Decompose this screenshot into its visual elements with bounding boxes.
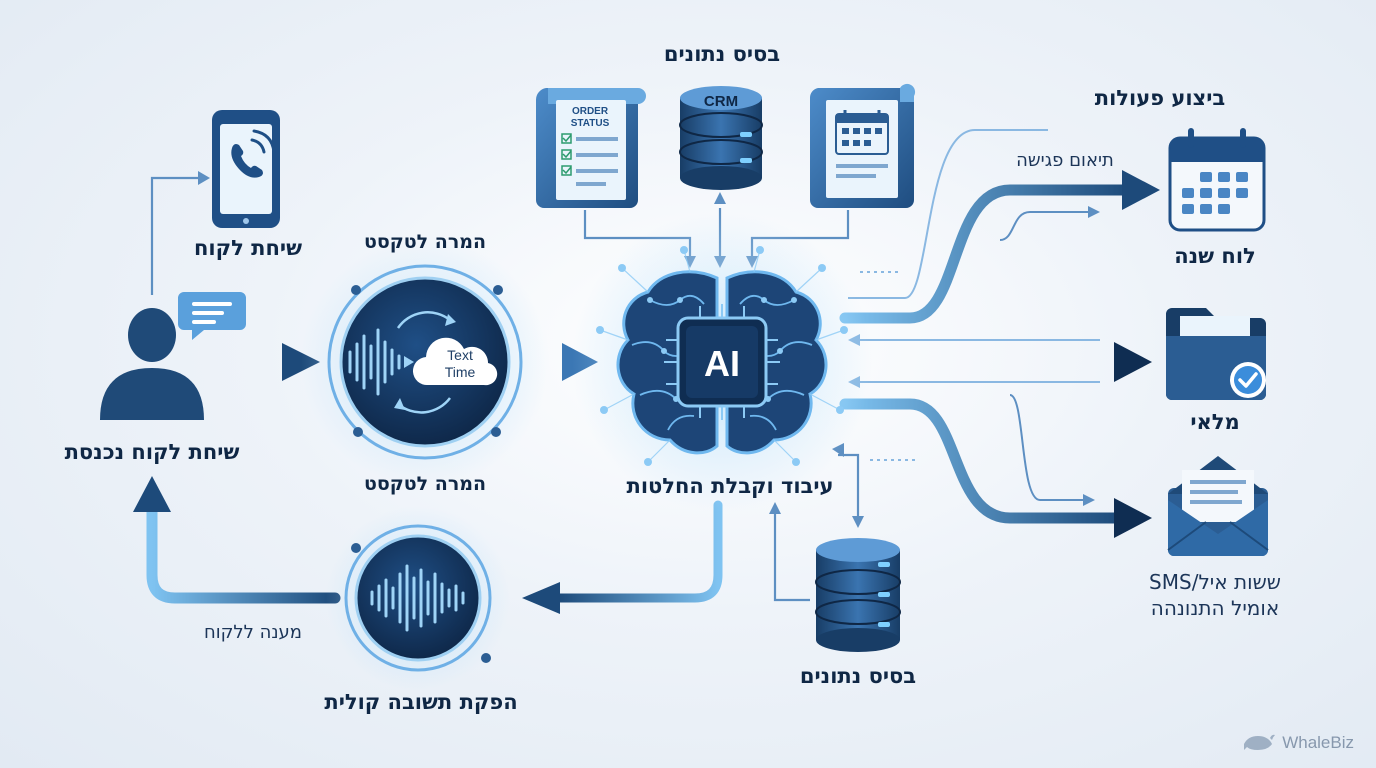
crm-text: CRM <box>704 93 738 110</box>
calendar-document-icon <box>809 83 916 208</box>
calendar-thin-connector-2 <box>999 211 1090 241</box>
watermark-text: WhaleBiz <box>1282 733 1354 752</box>
voice-response-node <box>326 506 510 690</box>
person-to-phone-connector <box>150 176 198 295</box>
speech-to-text-node: Text Time <box>301 238 549 486</box>
ai-to-calendar-arrowhead <box>1122 170 1160 210</box>
ai-to-voice-arrow <box>553 500 723 603</box>
order-status-line1: ORDER <box>572 106 609 117</box>
email-thin-arrowhead <box>1083 494 1095 506</box>
folder-check-icon <box>1166 308 1266 400</box>
calendar-label: לוח שנה <box>1174 244 1256 268</box>
db-to-ai-arrowhead <box>769 502 781 514</box>
incoming-call-label: שיחת לקוח נכנסת <box>64 440 240 464</box>
database-icon <box>815 538 901 652</box>
reply-to-customer-label: מענה ללקוח <box>203 622 303 643</box>
ai-to-folder-arrowhead <box>1114 342 1152 382</box>
ai-to-email-arrow <box>839 398 1126 524</box>
meeting-label: תיאום פגישה <box>1016 150 1114 171</box>
database-top-label: בסיס נתונים <box>663 42 781 66</box>
ai-to-calendar-arrow <box>839 184 1136 324</box>
calendar-thin-connector <box>848 129 1048 299</box>
stt-top-label: המרה לטקסט <box>363 231 487 253</box>
chat-bubble-icon <box>178 292 246 340</box>
database-bottom-label: בסיס נתונים <box>799 664 917 688</box>
voice-to-person-arrowhead <box>133 476 171 512</box>
person-to-phone-arrowhead <box>198 171 210 185</box>
cloud-icon <box>412 337 498 386</box>
stt-bottom-label: המרה לטקסט <box>363 473 487 495</box>
ai-to-db-down-arrowhead <box>852 516 864 528</box>
voice-wave-icon <box>370 564 465 632</box>
ai-chip-text: AI <box>704 343 740 384</box>
folder-label: מלאי <box>1190 410 1240 434</box>
ai-to-voice-arrowhead <box>522 582 560 614</box>
sound-wave-icon <box>348 328 401 396</box>
voice-response-label: הפקת תשובה קולית <box>324 690 518 714</box>
cloud-text-line2: Time <box>445 364 476 380</box>
cloud-text-line1: Text <box>447 347 473 363</box>
db-to-ai-connector <box>773 512 810 602</box>
ai-to-db-connector <box>838 453 860 518</box>
watermark: WhaleBiz <box>1242 732 1354 754</box>
calendar-thin-arrowhead <box>1088 206 1100 218</box>
calendar-icon <box>1168 128 1266 232</box>
email-label-line1: ששות איל/SMS <box>1149 570 1281 594</box>
order-status-line2: STATUS <box>571 118 610 129</box>
user-icon <box>100 308 204 420</box>
email-label-line2: אומיל התנונהה <box>1150 596 1280 620</box>
actions-title: ביצוע פעולות <box>1094 86 1226 110</box>
email-thin-connector <box>1009 394 1085 501</box>
crm-database-icon: CRM <box>679 86 763 190</box>
order-status-document-icon: ORDER STATUS <box>535 88 646 208</box>
whale-icon <box>1244 734 1276 750</box>
ai-brain-icon: AI <box>572 212 872 512</box>
voice-to-person-arrow <box>146 504 341 604</box>
processing-label: עיבוד וקבלת החלטות <box>626 474 834 498</box>
ai-to-email-arrowhead <box>1114 498 1152 538</box>
crm-up-arrowhead <box>714 192 726 204</box>
phone-icon <box>212 110 280 228</box>
envelope-icon <box>1167 456 1269 556</box>
customer-call-label: שיחת לקוח <box>194 236 302 260</box>
